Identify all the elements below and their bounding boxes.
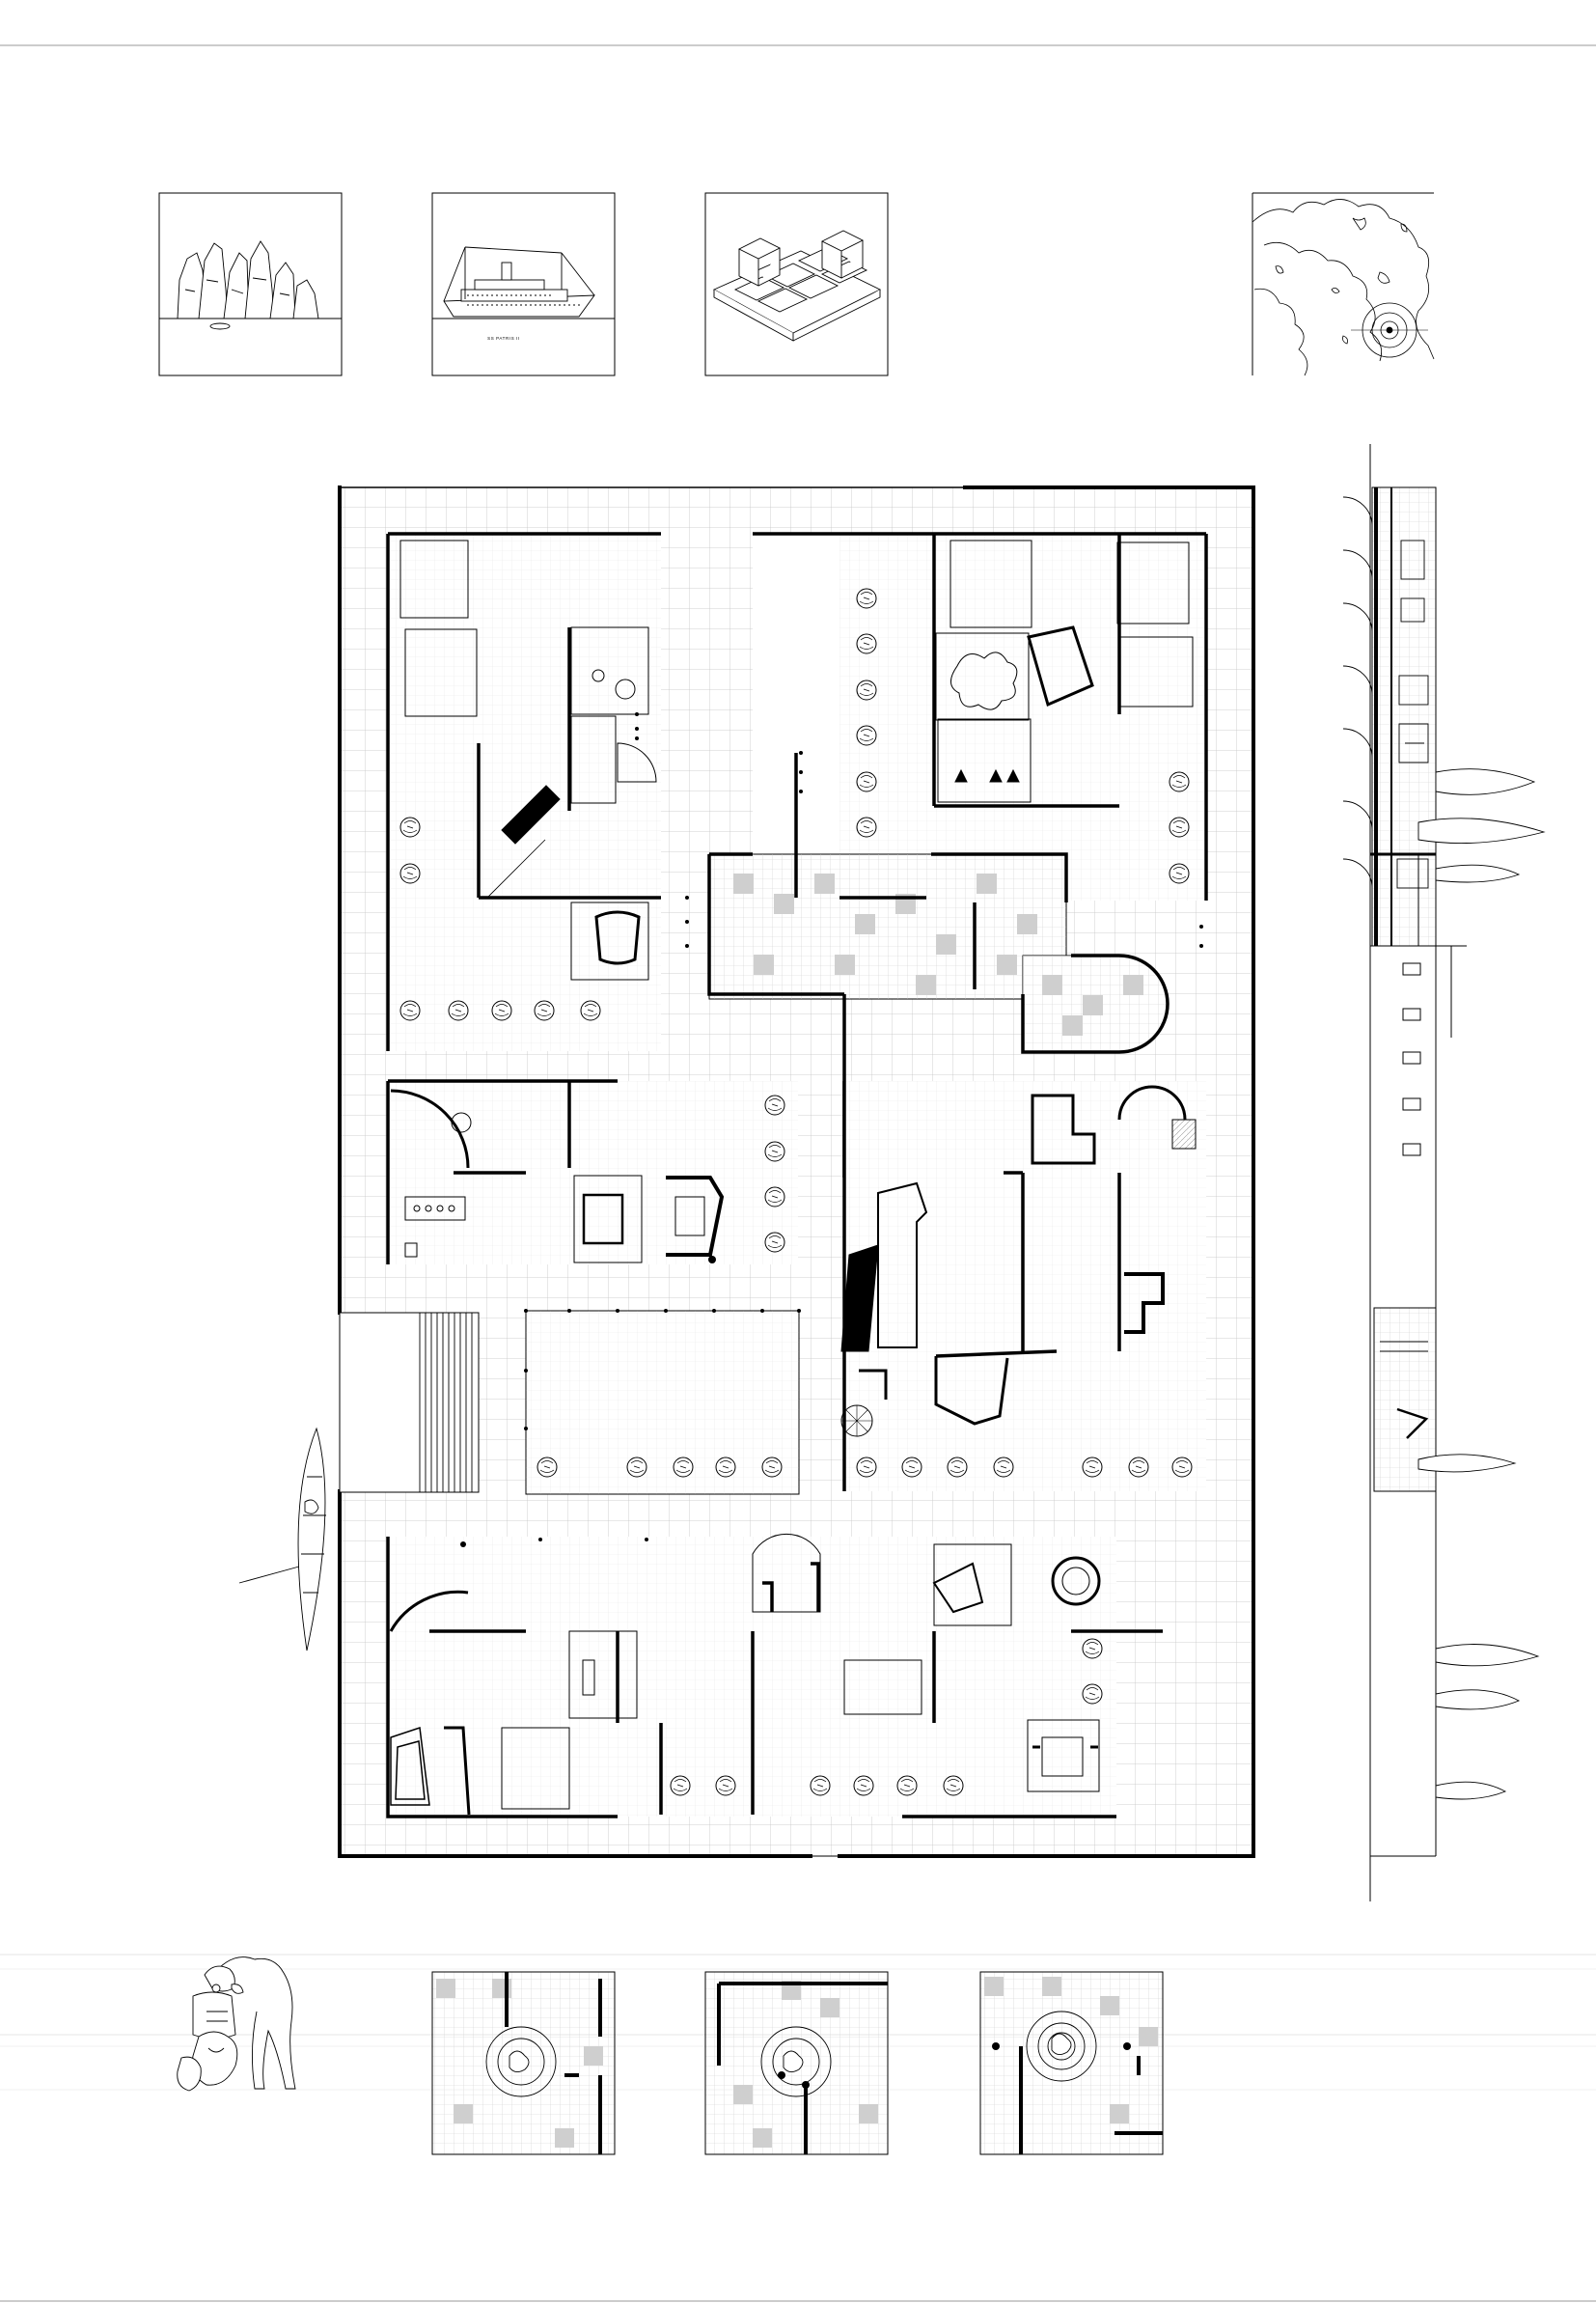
block-northeast [753,532,1208,901]
isometric-blocks-icon [712,230,882,342]
central-courts [685,751,1203,1178]
court-plan-icon [431,1971,616,2155]
court-plan-icon [704,1971,889,2155]
entrance-stair [339,1312,480,1493]
block-south [386,1533,1163,1818]
sculpture-figures-icon [177,1956,296,2092]
site-plan [238,486,1255,1858]
coastline-map-vignette [1252,192,1435,376]
court-detail-1 [431,1971,616,2155]
steamship-icon [432,246,615,319]
boat-icon [238,1427,326,1651]
top-vignettes: SS PATRIS II [158,192,1435,376]
plinth-blocks-vignette [704,192,889,376]
rock-spires-icon [159,240,342,330]
block-west-middle [386,1079,798,1264]
bottom-vignettes [177,1956,1164,2155]
court-detail-3 [979,1971,1164,2155]
coastline-map-icon [1252,199,1435,376]
sculpture-group-vignette [177,1956,296,2092]
rock-formations-vignette [158,192,343,376]
block-east-middle [840,1081,1206,1491]
ship-name-caption: SS PATRIS II [487,336,520,341]
site-section [1342,444,1546,1901]
court-detail-2 [704,1971,889,2155]
outer-walls [338,486,1255,1858]
checker-paving-icon [708,853,1169,1053]
block-northwest [386,532,661,1051]
central-court [524,1309,801,1495]
court-plan-icon [979,1971,1164,2155]
steamship-vignette: SS PATRIS II [431,192,616,376]
